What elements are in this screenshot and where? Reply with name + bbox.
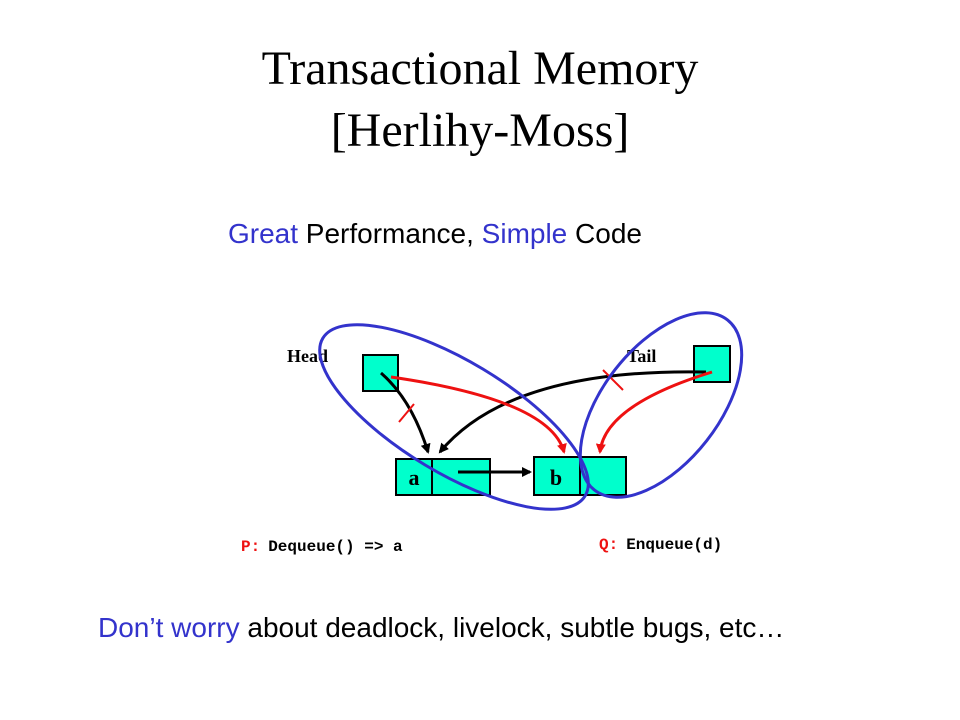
subtitle-simple: Simple bbox=[481, 218, 568, 249]
tail-label: Tail bbox=[627, 346, 656, 366]
q-prefix: Q: bbox=[599, 536, 618, 554]
p-operation: Dequeue() => a bbox=[268, 538, 403, 556]
transaction-p-label: P: Dequeue() => a bbox=[241, 538, 403, 556]
subtitle-performance: Performance, bbox=[298, 218, 482, 249]
tail-to-a-arrow bbox=[438, 370, 707, 454]
slide-title: Transactional Memory [Herlihy-Moss] bbox=[0, 38, 960, 162]
tail-to-b-next-arrow bbox=[595, 370, 713, 454]
subtitle-great: Great bbox=[228, 218, 299, 249]
node-a-value: a bbox=[409, 465, 420, 490]
head-to-a-arrow bbox=[380, 371, 431, 454]
footer-rest: about deadlock, livelock, subtle bugs, e… bbox=[239, 612, 785, 643]
node-b-value: b bbox=[550, 465, 562, 490]
title-line-2: [Herlihy-Moss] bbox=[330, 104, 630, 157]
footer-text: Don’t worry about deadlock, livelock, su… bbox=[98, 612, 784, 644]
title-line-1: Transactional Memory bbox=[261, 42, 699, 95]
transaction-p-ellipse bbox=[318, 323, 590, 511]
subtitle: Great Performance, Simple Code bbox=[228, 218, 642, 250]
q-operation: Enqueue(d) bbox=[626, 536, 722, 554]
transaction-q-label: Q: Enqueue(d) bbox=[599, 536, 722, 554]
transaction-q-ellipse bbox=[578, 311, 744, 499]
head-label: Head bbox=[287, 346, 328, 366]
p-prefix: P: bbox=[241, 538, 260, 556]
subtitle-code: Code bbox=[567, 218, 642, 249]
footer-dont-worry: Don’t worry bbox=[98, 612, 240, 643]
tail-cross-mark bbox=[602, 369, 624, 391]
head-cross-mark bbox=[398, 403, 415, 423]
head-to-b-arrow bbox=[390, 375, 567, 454]
